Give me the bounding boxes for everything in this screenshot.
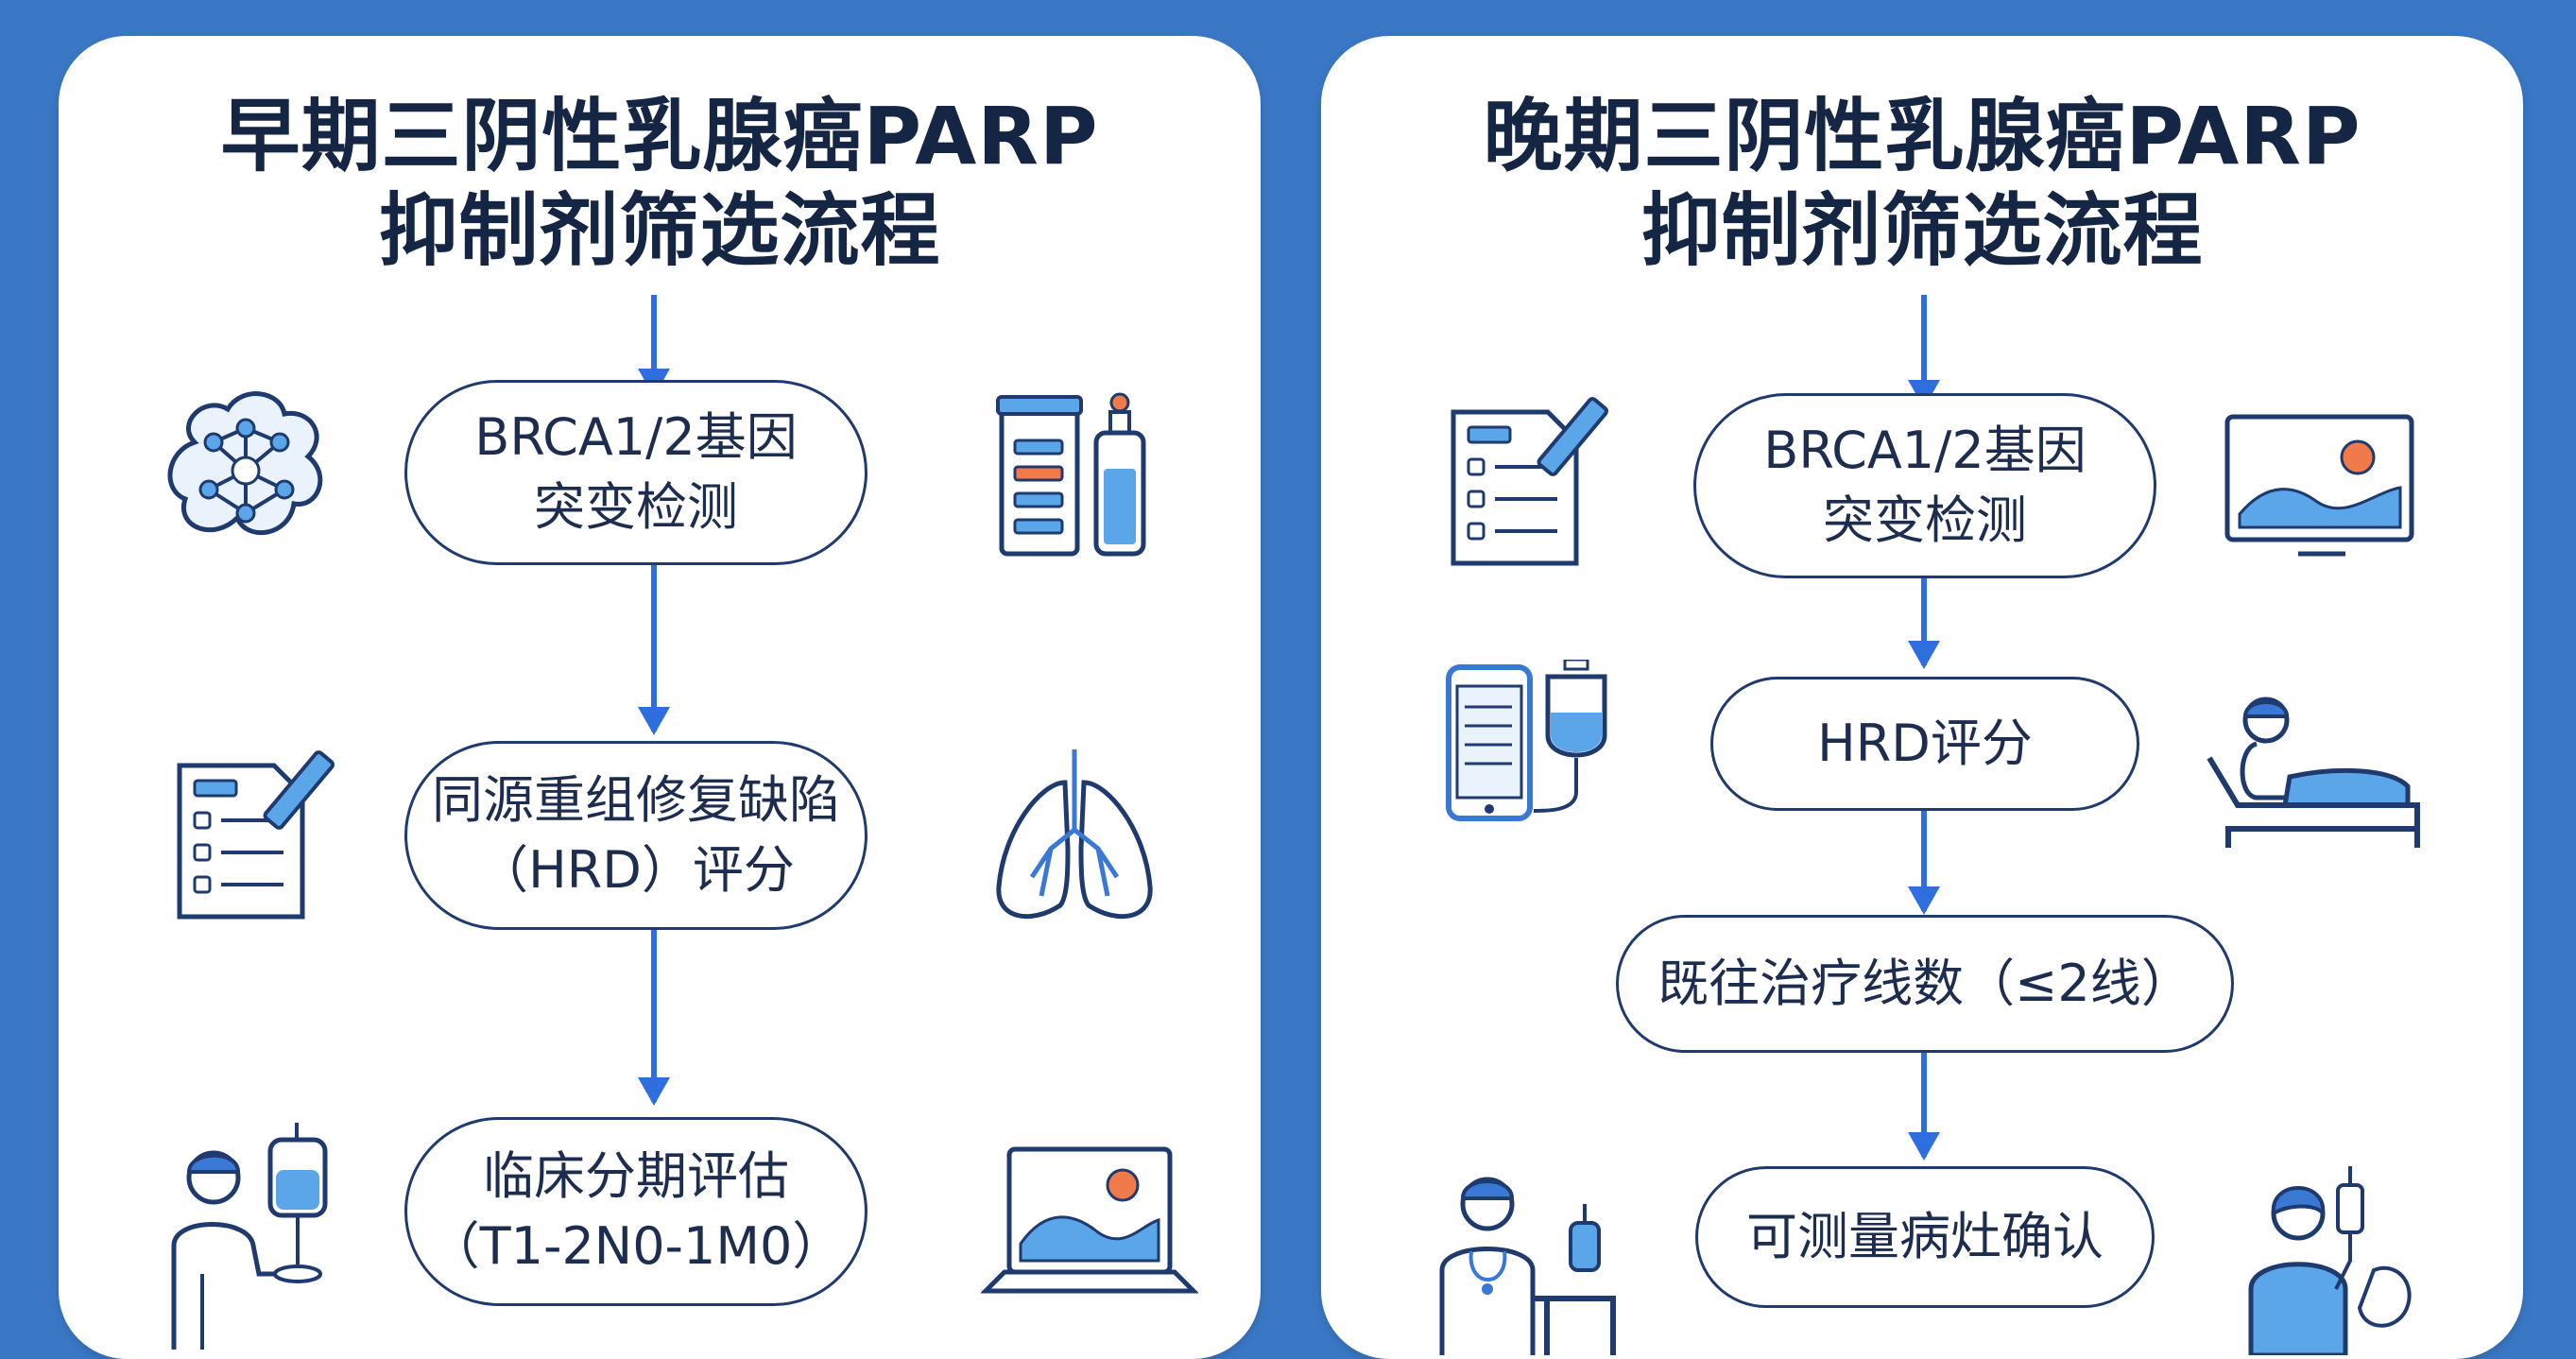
step-hrd-score: 同源重组修复缺陷 （HRD）评分 xyxy=(404,741,867,930)
test-tubes-bottle-icon xyxy=(996,392,1146,557)
advanced-stage-panel: 晚期三阴性乳腺癌PARP 抑制剂筛选流程 BRCA1/2基因 突变检测 HRD评… xyxy=(1321,36,2523,1359)
patient-in-bed-icon xyxy=(2207,697,2420,848)
step-prior-therapy-lines: 既往治疗线数（≤2线） xyxy=(1616,915,2234,1053)
flow-arrow xyxy=(1908,295,1940,408)
clipboard-checklist-icon xyxy=(1451,397,1608,566)
title-line-1: 晚期三阴性乳腺癌PARP xyxy=(1483,90,2361,182)
panel-title: 晚期三阴性乳腺癌PARP 抑制剂筛选流程 xyxy=(1321,89,2523,278)
smartphone-iv-icon xyxy=(1446,660,1607,821)
step-brca-test: BRCA1/2基因 突变检测 xyxy=(1693,393,2156,578)
step-brca-test: BRCA1/2基因 突变检测 xyxy=(404,380,867,565)
flow-arrow xyxy=(1908,811,1940,915)
monitor-image-icon xyxy=(2224,414,2414,557)
early-stage-panel: 早期三阴性乳腺癌PARP 抑制剂筛选流程 BRCA1/2基因 突变检测 同源重组… xyxy=(59,36,1261,1359)
step-measurable-lesion: 可测量病灶确认 xyxy=(1695,1166,2155,1308)
flow-arrow xyxy=(638,295,670,397)
laptop-image-icon xyxy=(981,1146,1198,1294)
brain-network-icon xyxy=(167,391,323,535)
title-line-2: 抑制剂筛选流程 xyxy=(1640,184,2204,277)
clipboard-checklist-icon xyxy=(177,750,335,920)
panel-title: 早期三阴性乳腺癌PARP 抑制剂筛选流程 xyxy=(59,89,1261,278)
doctor-iv-stand-icon xyxy=(1439,1177,1616,1355)
title-line-2: 抑制剂筛选流程 xyxy=(378,184,941,277)
flow-arrow xyxy=(638,565,670,735)
step-hrd-score: HRD评分 xyxy=(1710,677,2139,811)
step-clinical-staging: 临床分期评估 （T1-2N0-1M0） xyxy=(404,1117,867,1306)
title-line-1: 早期三阴性乳腺癌PARP xyxy=(220,90,1099,182)
flow-arrow xyxy=(1908,578,1940,669)
flow-arrow xyxy=(1908,1053,1940,1161)
doctor-iv-bag-icon xyxy=(171,1123,328,1350)
lungs-icon xyxy=(996,749,1153,920)
patient-iv-icon xyxy=(2248,1166,2412,1355)
flow-arrow xyxy=(638,930,670,1106)
